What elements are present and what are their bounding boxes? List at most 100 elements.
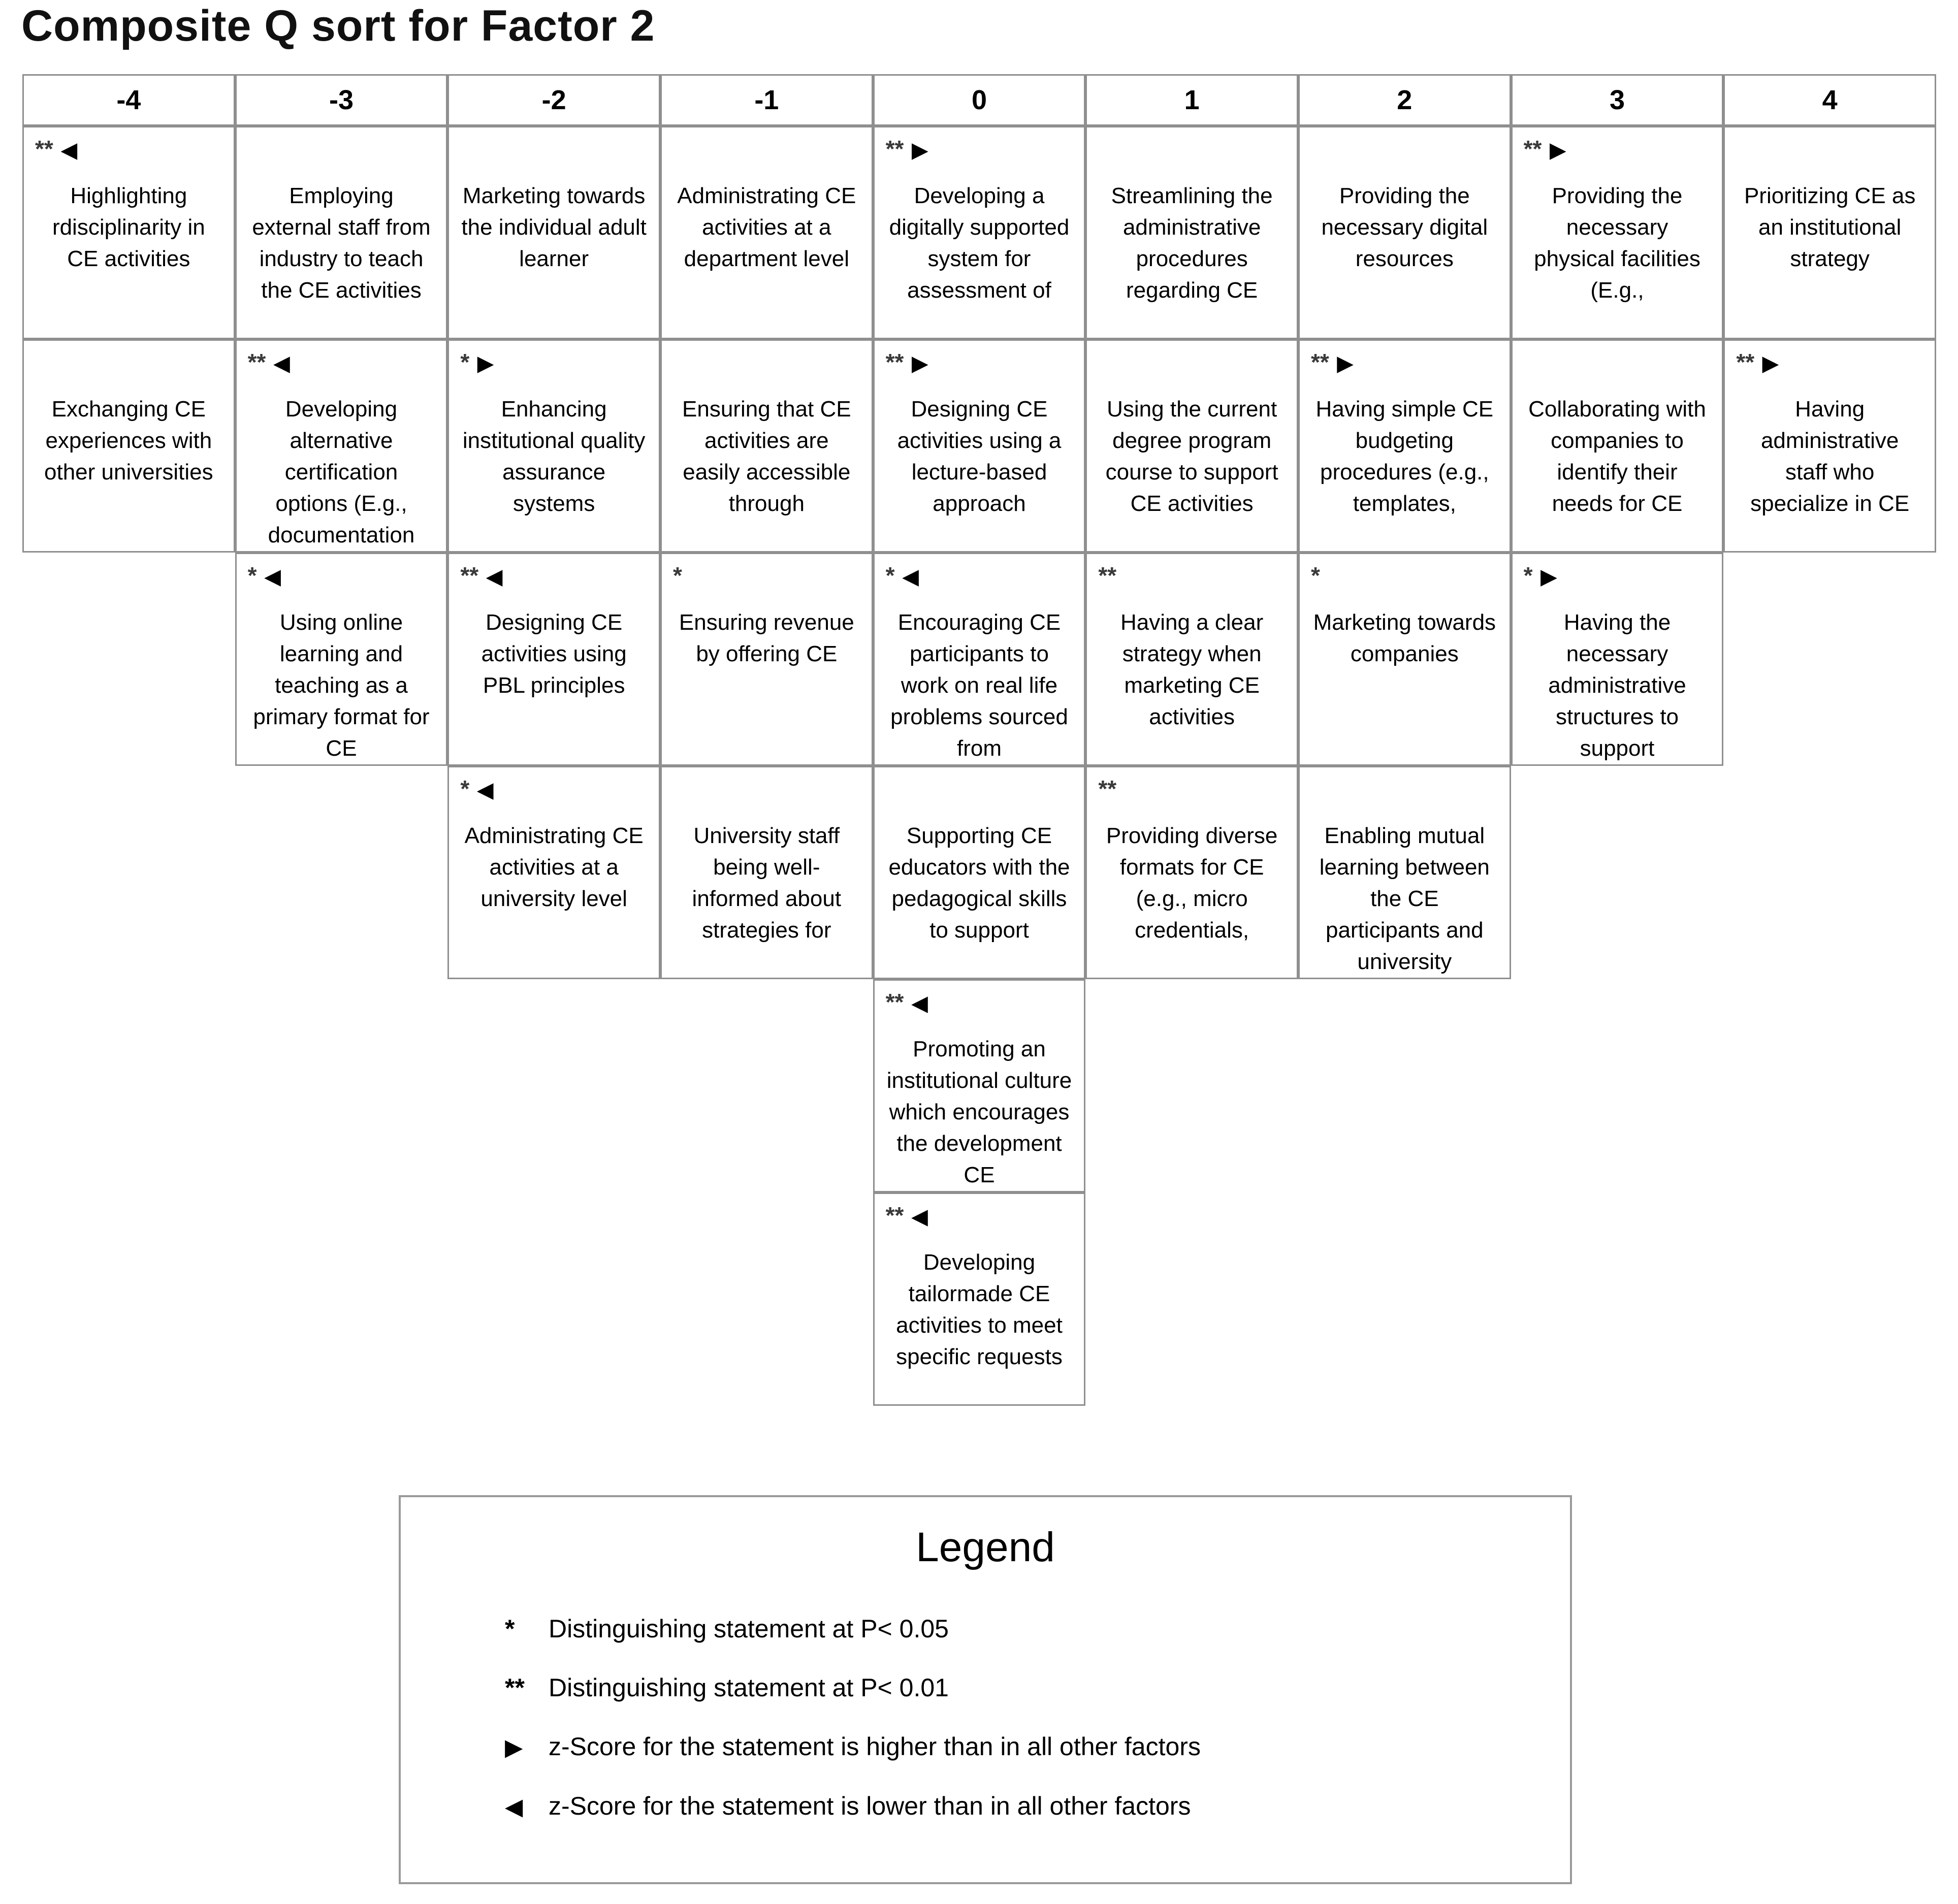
- cell-statement: Having simple CE budgeting procedures (e…: [1315, 397, 1494, 516]
- column-header-2: 2: [1298, 74, 1511, 126]
- left-arrow-icon: ◀: [912, 1206, 928, 1228]
- left-arrow-icon: ◀: [265, 566, 281, 588]
- column-header-1: 1: [1085, 74, 1298, 126]
- cell-marker: [240, 134, 443, 180]
- cell-statement: Providing the necessary physical facilit…: [1534, 183, 1700, 303]
- cell-marker: *: [1303, 560, 1506, 607]
- cell-statement: Collaborating with companies to identify…: [1528, 397, 1706, 516]
- cell-statement: Having administrative staff who speciali…: [1750, 397, 1910, 516]
- cell-marker: [665, 773, 869, 820]
- legend-item-text: z-Score for the statement is lower than …: [549, 1792, 1191, 1820]
- cell-marker: ** ◀: [240, 347, 443, 394]
- qsort-cell: Enabling mutual learning between the CE …: [1298, 766, 1511, 979]
- qsort-cell: **Providing diverse formats for CE (e.g.…: [1085, 766, 1298, 979]
- cell-statement: Enhancing institutional quality assuranc…: [462, 397, 646, 516]
- significance-asterisks: **: [247, 349, 266, 375]
- qsort-cell: **◀Designing CE activities using PBL pri…: [447, 553, 660, 766]
- cell-statement: Streamlining the administrative procedur…: [1111, 183, 1273, 303]
- cell-marker: [1090, 347, 1294, 394]
- significance-asterisks: *: [885, 562, 895, 589]
- cell-statement: Employing external staff from industry t…: [252, 183, 431, 303]
- qsort-cell: **▶Designing CE activities using a lectu…: [873, 339, 1086, 553]
- legend-item: ▶z-Score for the statement is higher tha…: [505, 1729, 1570, 1765]
- column-header--1: -1: [660, 74, 873, 126]
- cell-statement: Enabling mutual learning between the CE …: [1319, 823, 1490, 974]
- cell-statement: Marketing towards companies: [1313, 610, 1496, 666]
- cell-statement: Highlighting rdisciplinarity in CE activ…: [52, 183, 205, 271]
- column-header--3: -3: [235, 74, 448, 126]
- cell-marker: [27, 347, 231, 394]
- qsort-cell: *Ensuring revenue by offering CE: [660, 553, 873, 766]
- cell-marker: **◀: [878, 987, 1081, 1034]
- qsort-cell: ** ◀ Developing alternative certification …: [235, 339, 448, 553]
- significance-asterisks: **: [1523, 136, 1542, 162]
- right-arrow-icon: ▶: [912, 352, 928, 375]
- cell-marker: *◀: [452, 773, 656, 820]
- cell-statement: Supporting CE educators with the pedagog…: [888, 823, 1070, 943]
- legend-item-text: z-Score for the statement is higher than…: [549, 1732, 1201, 1761]
- legend-item: ◀z-Score for the statement is lower than…: [505, 1788, 1570, 1824]
- legend-item: * Distinguishing statement at P< 0.05: [505, 1611, 1570, 1647]
- right-arrow-icon: ▶: [477, 352, 493, 375]
- asterisk-symbol: *: [505, 1615, 515, 1643]
- cell-statement: Developing alternative certification opt…: [268, 397, 415, 547]
- cell-statement: Providing the necessary digital resource…: [1321, 183, 1488, 271]
- cell-marker: ** ▶: [1516, 134, 1719, 180]
- cell-marker: **▶: [878, 347, 1081, 394]
- significance-asterisks: *: [1310, 562, 1320, 589]
- significance-asterisks: **: [885, 1202, 904, 1229]
- cell-statement: Encouraging CE participants to work on r…: [890, 610, 1068, 761]
- right-arrow-icon: ▶: [1540, 566, 1557, 588]
- qsort-cell: ** ▶ Having simple CE budgeting procedures…: [1298, 339, 1511, 553]
- legend-box: Legend *Distinguishing statement at P< 0…: [399, 1495, 1572, 1884]
- cell-marker: **: [1090, 773, 1294, 820]
- cell-statement: Developing tailormade CE activities to m…: [896, 1250, 1063, 1369]
- right-arrow-icon: ▶: [1337, 352, 1353, 375]
- cell-marker: ** ▶: [1303, 347, 1506, 394]
- cell-statement: University staff being well-informed abo…: [692, 823, 842, 943]
- cell-statement: Designing CE activities using a lecture-…: [897, 397, 1062, 516]
- cell-marker: *▶: [452, 347, 656, 394]
- qsort-cell: *▶Enhancing institutional quality assura…: [447, 339, 660, 553]
- cell-statement: Using the current degree program course …: [1105, 397, 1278, 516]
- cell-marker: *▶: [1516, 560, 1719, 607]
- qsort-cell: Marketing towards the individual adult l…: [447, 126, 660, 339]
- qsort-cell: **◀Promoting an institutional culture wh…: [873, 979, 1086, 1192]
- qsort-cell: *◀Using online learning and teaching as …: [235, 553, 448, 766]
- legend-item-text: Distinguishing statement at P< 0.05: [549, 1615, 949, 1643]
- cell-statement: Developing a digitally supported system …: [889, 183, 1070, 303]
- qsort-cell: Supporting CE educators with the pedagog…: [873, 766, 1086, 979]
- significance-asterisks: *: [1523, 562, 1533, 589]
- qsort-cell: Collaborating with companies to identify…: [1511, 339, 1724, 553]
- cell-marker: *: [665, 560, 869, 607]
- cell-marker: *◀: [240, 560, 443, 607]
- significance-asterisks: **: [1098, 776, 1117, 802]
- cell-statement: Administrating CE activities at a depart…: [677, 183, 856, 271]
- significance-asterisks: **: [1736, 349, 1755, 375]
- left-arrow-icon: ◀: [903, 566, 919, 588]
- qsort-cell: **▶Having administrative staff who speci…: [1723, 339, 1936, 553]
- cell-marker: **▶: [878, 134, 1081, 180]
- cell-marker: **▶: [1728, 347, 1932, 394]
- cell-statement: Ensuring that CE activities are easily a…: [682, 397, 851, 516]
- cell-statement: Using online learning and teaching as a …: [253, 610, 430, 761]
- left-arrow-icon: ◀: [477, 779, 493, 801]
- significance-asterisks: *: [460, 349, 470, 375]
- qsort-cell: **Having a clear strategy when marketing…: [1085, 553, 1298, 766]
- significance-asterisks: **: [1310, 349, 1329, 375]
- page-title: Composite Q sort for Factor 2: [21, 2, 655, 50]
- qsort-cell: Using the current degree program course …: [1085, 339, 1298, 553]
- right-arrow-icon: ▶: [1550, 139, 1566, 162]
- qsort-cell: **▶Developing a digitally supported syst…: [873, 126, 1086, 339]
- qsort-cell: Employing external staff from industry t…: [235, 126, 448, 339]
- cell-marker: [665, 134, 869, 180]
- significance-asterisks: *: [247, 562, 257, 589]
- left-arrow-icon: ◀: [274, 352, 290, 375]
- cell-marker: *◀: [878, 560, 1081, 607]
- cell-statement: Designing CE activities using PBL princi…: [481, 610, 627, 698]
- significance-asterisks: *: [460, 776, 470, 802]
- left-arrow-icon: ◀: [487, 566, 502, 588]
- qsort-cell: ** ◀ Developing tailormade CE activities t…: [873, 1192, 1086, 1406]
